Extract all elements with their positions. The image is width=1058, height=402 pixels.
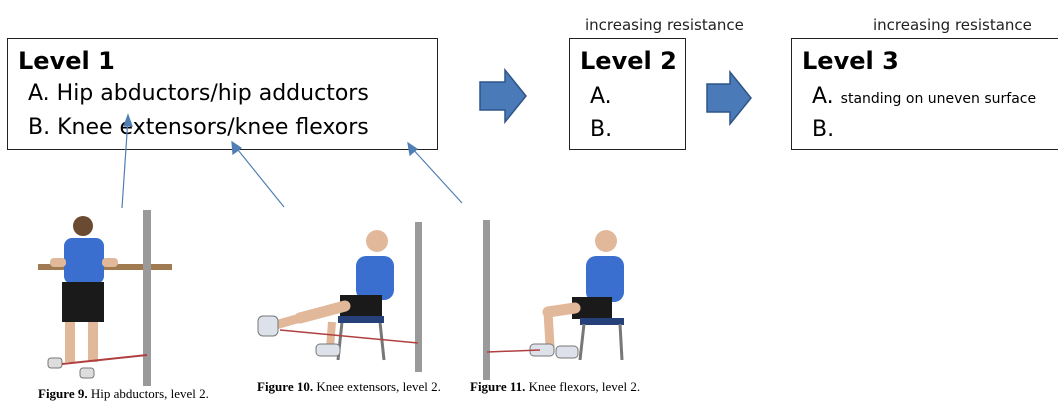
chair-leg-1 — [578, 323, 586, 361]
pole — [143, 210, 151, 386]
chair-leg-2 — [618, 323, 624, 361]
thigh — [542, 302, 581, 318]
level-1-item-b-letter: B. — [28, 115, 51, 140]
level-1-title: Level 1 — [18, 47, 115, 75]
wall-bar — [38, 264, 172, 270]
right-arrow-2-icon — [706, 69, 752, 127]
right-shoe — [79, 367, 95, 379]
resistance-band — [61, 354, 148, 365]
shorts — [572, 297, 612, 319]
figure-10-caption: Figure 10. Knee extensors, level 2. — [257, 379, 441, 395]
shin — [543, 307, 555, 351]
level-3-note: increasing resistance — [873, 16, 1032, 34]
level-3-box: Level 3 A. standing on uneven surface B. — [791, 38, 1058, 150]
left-shoe — [47, 357, 63, 369]
level-3-item-a: A. standing on uneven surface — [812, 84, 1036, 109]
pointer-line-fig9 — [121, 117, 129, 209]
level-3-item-a-text: standing on uneven surface — [840, 91, 1037, 107]
shirt — [356, 256, 394, 300]
left-arm — [50, 258, 66, 267]
level-1-item-a-letter: A. — [28, 81, 50, 106]
shirt — [586, 256, 624, 302]
figure-11-illustration — [483, 220, 624, 380]
level-2-box: Level 2 A. B. — [569, 38, 686, 150]
resistance-band — [486, 349, 541, 353]
shorts — [340, 295, 382, 317]
resistance-band — [279, 329, 419, 344]
level-2-item-a: A. — [590, 84, 612, 109]
level-1-item-a-text: Hip abductors/hip adductors — [56, 81, 369, 106]
figure-10-label: Figure 10. — [257, 379, 314, 394]
figure-9-text: Hip abductors, level 2. — [90, 386, 209, 401]
pole — [415, 222, 422, 372]
figure-11-label: Figure 11. — [470, 379, 526, 394]
chair-leg-2 — [378, 321, 386, 361]
figure-10-text: Knee extensors, level 2. — [316, 379, 441, 394]
figure-9-label: Figure 9. — [38, 386, 88, 401]
level-1-box: Level 1 A. Hip abductors/hip adductors B… — [7, 38, 438, 150]
pointer-line-fig10 — [233, 144, 285, 208]
level-2-item-b: B. — [590, 117, 612, 142]
pointer-head-fig9-icon — [123, 113, 133, 127]
level-3-title: Level 3 — [802, 47, 899, 75]
right-arm — [102, 258, 118, 267]
head — [366, 230, 388, 252]
figure-9-illustration — [38, 210, 172, 386]
level-1-item-b-text: Knee extensors/knee flexors — [57, 115, 369, 140]
level-1-item-a: A. Hip abductors/hip adductors — [28, 81, 369, 106]
level-2-note: increasing resistance — [585, 16, 744, 34]
head — [73, 216, 93, 236]
shirt — [64, 238, 104, 284]
pointer-line-fig11 — [409, 145, 463, 204]
figure-9-caption: Figure 9. Hip abductors, level 2. — [38, 386, 209, 402]
level-2-title: Level 2 — [580, 47, 677, 75]
shorts — [62, 282, 104, 322]
level-3-item-a-letter: A. — [812, 84, 834, 109]
shoe-2 — [555, 345, 579, 359]
level-1-item-b: B. Knee extensors/knee flexors — [28, 115, 369, 140]
chair-seat — [338, 316, 384, 323]
pointer-head-fig10-icon — [231, 140, 243, 156]
shoe — [257, 315, 279, 337]
right-arrow-1-icon — [479, 67, 527, 125]
shoe-2 — [315, 343, 341, 357]
left-leg — [65, 322, 75, 362]
level-3-item-b: B. — [812, 117, 834, 142]
pole — [483, 220, 490, 380]
level-3-item-b-letter: B. — [812, 117, 835, 142]
chair-seat — [580, 318, 624, 325]
figure-10-illustration — [257, 222, 422, 372]
thigh — [294, 300, 351, 324]
level-2-item-b-letter: B. — [590, 117, 613, 142]
right-leg — [88, 322, 98, 362]
pointer-head-fig11-icon — [407, 141, 418, 157]
figure-11-caption: Figure 11. Knee flexors, level 2. — [470, 379, 640, 395]
figure-11-text: Knee flexors, level 2. — [528, 379, 641, 394]
level-2-item-a-letter: A. — [590, 84, 612, 109]
head — [595, 230, 617, 252]
